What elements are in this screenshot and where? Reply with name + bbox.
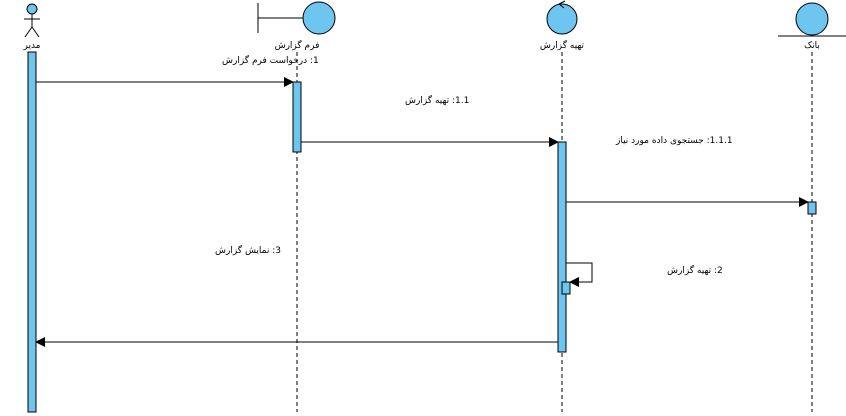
activation-manager <box>27 51 37 413</box>
message-2-arrow <box>566 262 593 287</box>
actor-icon <box>24 3 40 38</box>
activation-bank <box>807 201 817 215</box>
activation-prepare <box>557 141 567 353</box>
activation-form <box>292 81 302 153</box>
entity-icon <box>778 2 846 37</box>
lifeline-bank-name: بانک <box>804 41 820 51</box>
lifeline-prepare-name: تهیه گزارش <box>540 39 585 51</box>
message-2-label: 2: تهیه گزارش <box>667 264 723 276</box>
message-1-1-label: 1.1: تهیه گزارش <box>405 94 469 106</box>
message-3-label: 3: نمایش گزارش <box>215 244 281 256</box>
lifeline-form-name: فرم گزارش <box>275 39 320 51</box>
message-1-1-1-label: 1.1.1: جستجوی داده مورد نیاز <box>615 136 733 146</box>
activation-prepare-self <box>561 281 571 295</box>
message-1-label: 1: درخواست فرم گزارش <box>222 54 319 66</box>
control-icon <box>546 0 578 35</box>
boundary-icon <box>257 1 336 35</box>
lifeline-manager-name: مدیر <box>22 41 40 51</box>
